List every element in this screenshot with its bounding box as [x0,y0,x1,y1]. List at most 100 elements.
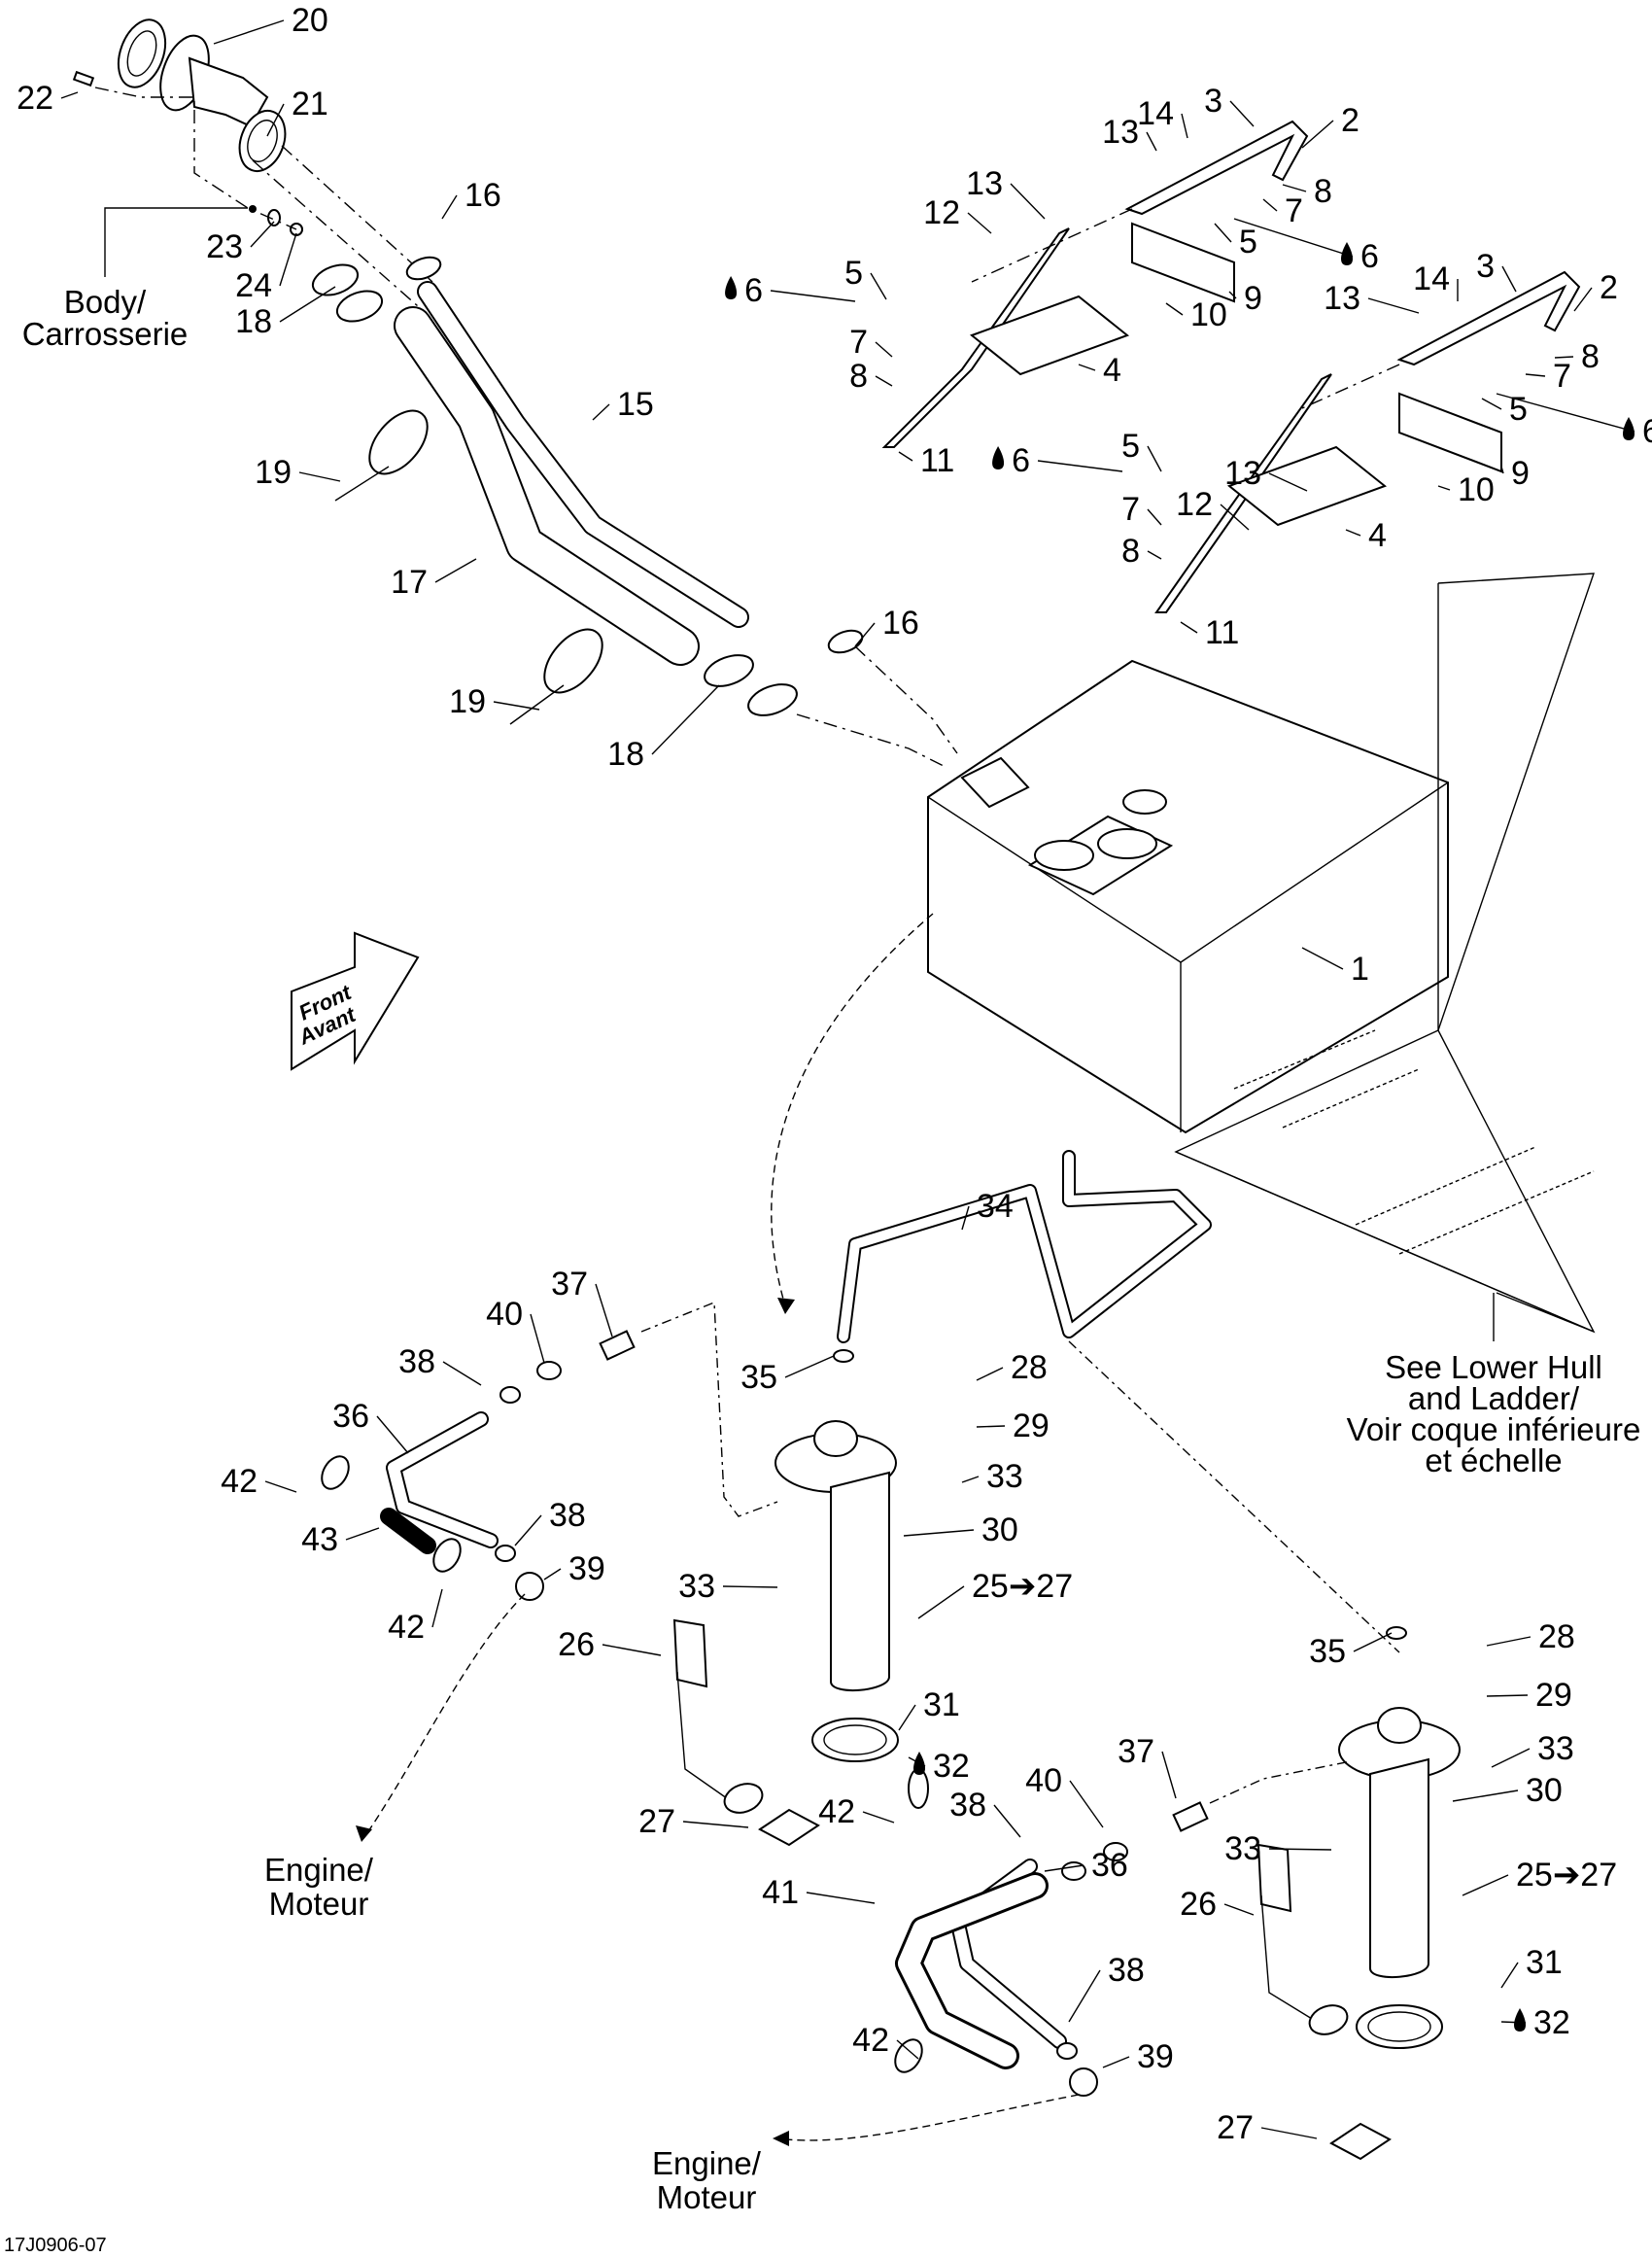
lower-hull-note-line4: et échelle [1425,1442,1562,1478]
fuel-pump-1 [672,1349,899,1847]
callout-leader [592,403,610,421]
callout-label-9: 9 [1244,280,1262,317]
callout-leader [770,290,856,302]
callout-leader [543,1568,562,1581]
callout-leader [1268,1848,1332,1851]
callout-leader [1068,1969,1101,2023]
fuel-pump-2 [1256,1626,1461,2161]
callout-label-5: 5 [1239,224,1257,261]
gasket [238,110,287,172]
callout-label-12: 12 [923,194,960,231]
callout-leader [682,1821,749,1828]
callout-label-3: 3 [1204,83,1222,120]
callout-leader [1044,1864,1084,1872]
callout-leader [595,1283,613,1337]
callout-leader [493,701,540,711]
callout-label-21: 21 [292,86,328,122]
callout-label-18: 18 [235,303,272,340]
callout-label-40: 40 [486,1296,523,1333]
callout-leader [1496,393,1635,433]
callout-leader [1345,529,1361,537]
callout-label-8: 8 [1121,533,1140,570]
callout-label-27: 27 [1217,2109,1254,2146]
lower-hull-note-line2: and Ladder/ [1408,1380,1580,1416]
callout-label-12: 12 [1176,486,1213,523]
callout-leader [1301,120,1334,149]
callout-leader [514,1514,542,1546]
callout-label-10: 10 [1458,471,1495,508]
callout-label-33: 33 [986,1458,1023,1495]
engine-note-2-line2: Moteur [657,2179,757,2215]
callout-leader [530,1313,545,1364]
callout-label-34: 34 [977,1188,1014,1225]
callout-leader [1102,2056,1130,2068]
fuel-tank [927,659,1449,1134]
callout-leader [1437,485,1451,491]
callout-label-6: 6 [1360,238,1379,275]
callout-label-6: 6 [744,272,763,309]
callout-leader [967,212,992,234]
sealant-drop-icon [1514,2008,1526,2032]
filler-cap-ring [117,18,167,88]
callout-leader [345,1527,380,1541]
callout-leader [651,684,720,755]
callout-leader [213,19,285,45]
callout-leader [441,194,458,220]
tank-straps [881,120,1581,613]
callout-label-42: 42 [852,2022,889,2059]
callout-label-15: 15 [617,386,654,423]
callout-label-6: 6 [1012,442,1030,479]
callout-label-28: 28 [1011,1349,1048,1386]
callout-leader [784,1355,835,1378]
callout-leader [602,1644,662,1656]
callout-leader [1500,1962,1519,1989]
callout-leader [1233,218,1354,258]
lower-hull-note-line3: Voir coque inférieure [1347,1411,1641,1447]
cable-ties-19 [334,409,603,725]
callout-label-4: 4 [1368,517,1387,554]
callout-leader [854,622,876,647]
callout-leader [961,1476,980,1483]
callout-label-32: 32 [1533,2004,1570,2041]
callout-label-7: 7 [1553,358,1571,395]
callout-label-33: 33 [1224,1830,1261,1867]
callout-leader [1078,364,1096,371]
body-anchor-dot [249,205,257,213]
callout-label-9: 9 [1511,455,1530,492]
callout-label-37: 37 [551,1266,588,1303]
callout-leader [1501,265,1517,293]
callout-label-31: 31 [1526,1944,1563,1981]
hose-clamps-lower [704,629,864,716]
callout-label-27: 27 [638,1803,675,1840]
callout-label-19: 19 [255,454,292,491]
callout-leader [442,1361,482,1386]
callout-leader [1229,100,1255,127]
callout-leader [1165,302,1184,316]
callout-leader [250,221,275,248]
callout-label-1: 1 [1351,951,1369,988]
plate [1131,222,1235,303]
callout-label-32: 32 [933,1748,970,1785]
callout-label-35: 35 [1309,1633,1346,1670]
callout-label-18: 18 [607,736,644,773]
callout-label-16: 16 [465,177,501,214]
body-note-line1: Body/ [64,284,147,320]
callout-label-31: 31 [923,1686,960,1723]
callout-label-30: 30 [1526,1772,1563,1809]
callout-leader [1180,621,1198,634]
callout-label-5: 5 [1121,428,1140,465]
callout-leader [1010,183,1046,220]
callout-leader [862,1811,895,1824]
callout-leader [1147,508,1162,526]
callout-leader [806,1892,876,1904]
callout-leader [1452,1789,1519,1802]
lower-hull-note-line1: See Lower Hull [1385,1349,1602,1385]
callout-leader [1223,1903,1255,1916]
callout-label-8: 8 [849,358,868,395]
callout-leader [917,1585,965,1619]
callout-label-13: 13 [1102,114,1139,151]
callout-label-25-27: 25➔27 [972,1568,1073,1605]
callout-label-38: 38 [398,1343,435,1380]
